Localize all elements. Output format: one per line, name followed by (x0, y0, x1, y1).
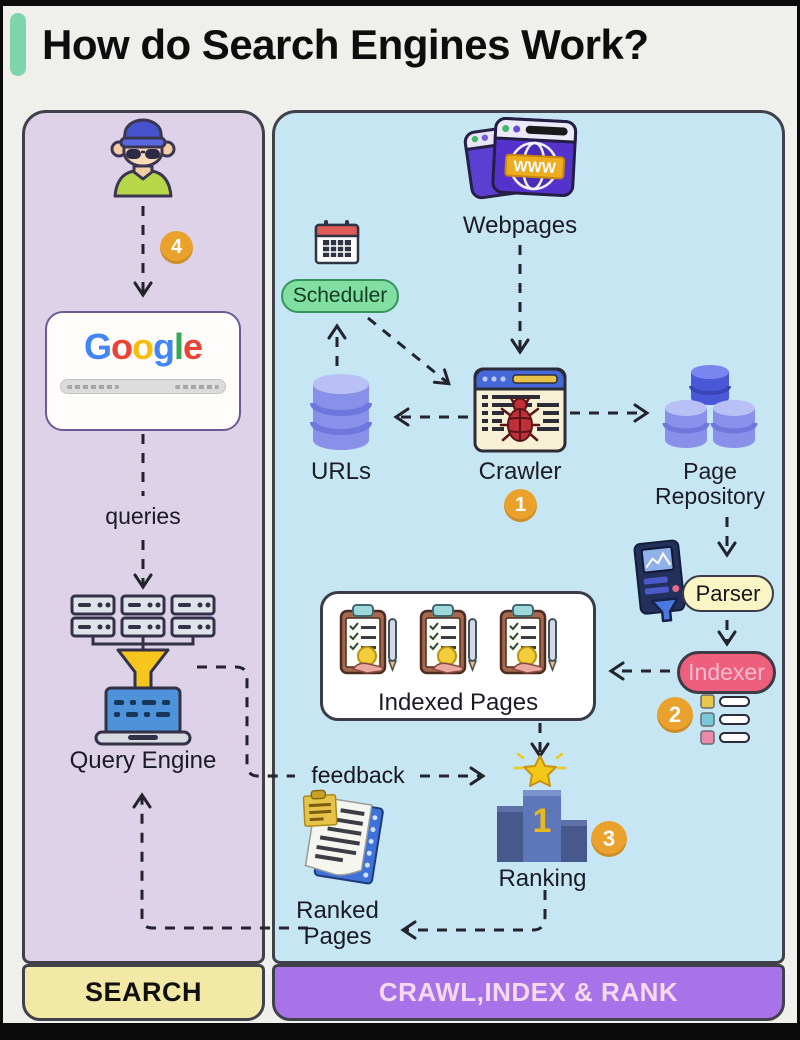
ranked-pages-icon (302, 789, 384, 885)
indexer-pill: Indexer (677, 651, 776, 694)
www-text: WWW (513, 158, 557, 177)
google-search-card: Google (45, 311, 241, 431)
search-footer-label: SEARCH (22, 964, 265, 1021)
search-hint-scribble (175, 384, 219, 389)
search-input[interactable] (60, 379, 226, 394)
query-engine-label: Query Engine (69, 747, 217, 774)
frame-edge (0, 0, 800, 6)
google-logo: Google (83, 326, 203, 367)
parser-pill: Parser (682, 575, 774, 612)
page-repository-icon (662, 365, 758, 448)
clipboard-icon (499, 604, 558, 675)
ranking-podium: 1 (497, 790, 587, 862)
index-list-icon (700, 694, 750, 745)
crawler-icon (473, 367, 567, 453)
feedback-label: feedback (300, 762, 416, 789)
indexed-pages-label: Indexed Pages (377, 689, 539, 716)
google-letter: o (110, 326, 133, 367)
frame-edge (0, 1023, 800, 1040)
podium-rank-number: 1 (533, 802, 552, 840)
google-letter: l (173, 326, 184, 367)
search-text-scribble (67, 384, 119, 389)
clipboard-icon (419, 604, 478, 675)
crawler-label: Crawler (478, 458, 562, 485)
webpages-icon: WWW (463, 116, 578, 200)
google-letter: o (131, 326, 154, 367)
step-badge-2: 2 (657, 697, 693, 733)
clipboard-icon (339, 604, 398, 675)
frame-edge (0, 0, 3, 1040)
trophy-icon (513, 752, 567, 787)
google-letter: e (183, 326, 203, 367)
page-repository-label: Page Repository (655, 458, 765, 509)
query-engine-icon (70, 594, 216, 746)
google-letter: g (152, 326, 175, 367)
urls-database-icon (310, 374, 372, 450)
step-badge-3: 3 (591, 821, 627, 857)
webpages-label: Webpages (462, 212, 578, 239)
step-badge-1: 1 (504, 489, 537, 522)
calendar-icon (314, 220, 360, 265)
search-panel (22, 110, 265, 964)
google-letter: G (83, 326, 112, 367)
queries-label: queries (105, 503, 181, 529)
urls-label: URLs (310, 458, 371, 485)
user-icon (110, 118, 176, 198)
title-accent-bar (10, 13, 26, 76)
parser-machine-icon (633, 539, 686, 623)
frame-edge (797, 0, 800, 1040)
page-title: How do Search Engines Work? (42, 21, 649, 68)
ranked-pages-label: Ranked Pages (296, 897, 379, 950)
scheduler-pill: Scheduler (281, 279, 399, 313)
crawl-footer-label: CRAWL,INDEX & RANK (272, 964, 785, 1021)
step-badge-4: 4 (160, 231, 193, 264)
ranking-label: Ranking (498, 865, 587, 892)
